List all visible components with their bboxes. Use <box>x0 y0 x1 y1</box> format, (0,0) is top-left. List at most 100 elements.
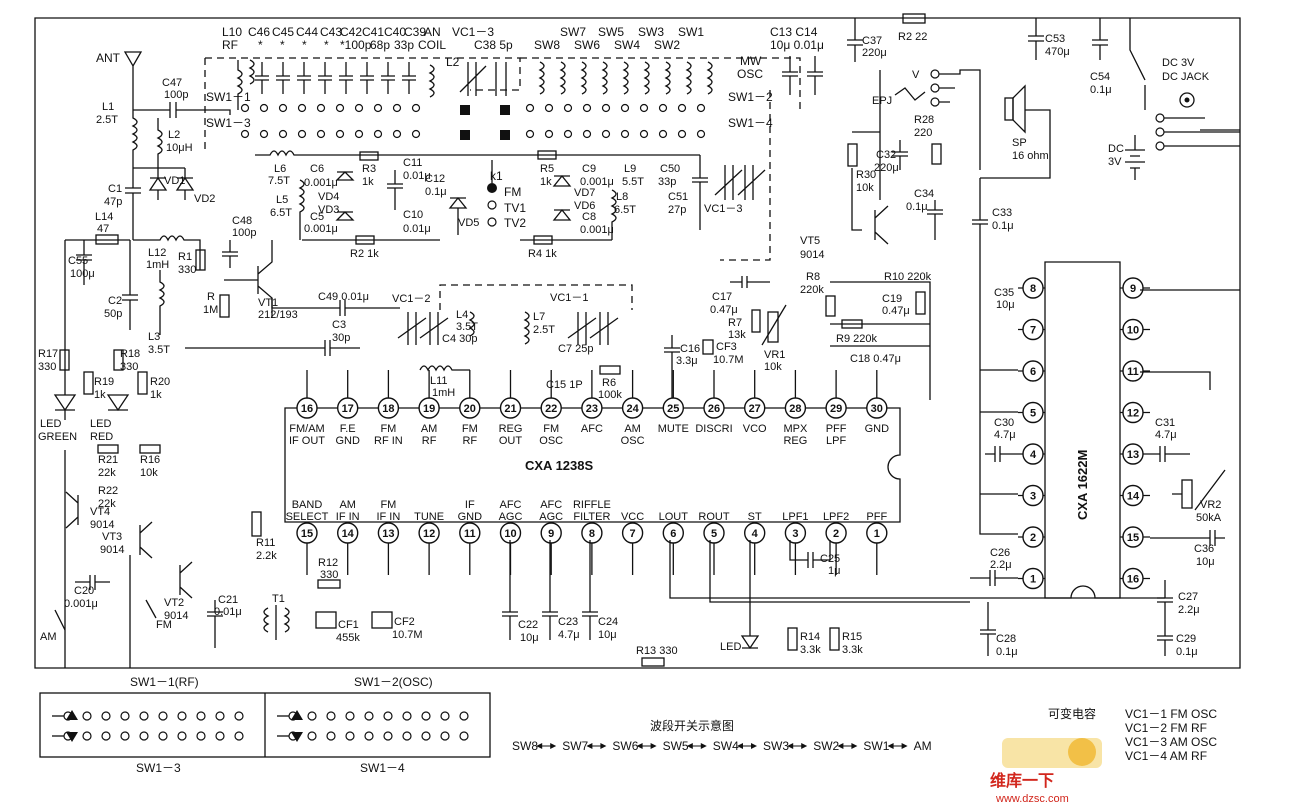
svg-text:10.7M: 10.7M <box>392 629 423 641</box>
svg-text:220μ: 220μ <box>874 162 899 174</box>
ic1-pin-label: ROUT <box>698 511 729 523</box>
svg-text:TV1: TV1 <box>504 201 526 215</box>
ic2-pin-6 <box>1022 360 1044 382</box>
svg-text:R21: R21 <box>98 454 118 466</box>
ic1-pin-label: MPX <box>783 423 808 435</box>
trim-capacitor <box>276 62 290 94</box>
switch-contact <box>177 731 187 741</box>
band-label: SW5 <box>663 739 689 753</box>
svg-text:SP: SP <box>1012 137 1027 149</box>
svg-text:C1: C1 <box>108 183 122 195</box>
switch-contact <box>639 129 649 139</box>
svg-text:10μ: 10μ <box>520 632 539 644</box>
svg-text:R: R <box>207 291 215 303</box>
ic2-pin-number: 13 <box>1127 449 1139 461</box>
svg-text:C12: C12 <box>425 173 445 185</box>
svg-text:10μ: 10μ <box>598 629 617 641</box>
ic1-pin-label: GND <box>458 511 483 523</box>
svg-text:C5: C5 <box>310 211 324 223</box>
svg-text:4.7μ: 4.7μ <box>558 629 580 641</box>
svg-text:2.2μ: 2.2μ <box>990 559 1012 571</box>
ic1-pin-number: 16 <box>301 403 313 415</box>
switch-contact <box>354 129 364 139</box>
switch-contact <box>297 129 307 139</box>
svg-text:0.01μ: 0.01μ <box>403 170 431 182</box>
ic1-pin-label: OUT <box>499 435 523 447</box>
switch-contact <box>411 129 421 139</box>
svg-text:0.1μ: 0.1μ <box>992 220 1014 232</box>
switch-contact <box>215 731 225 741</box>
ic1-pin-number: 23 <box>586 403 598 415</box>
switch-contact <box>658 129 668 139</box>
svg-text:220μ: 220μ <box>862 47 887 59</box>
switch-contact <box>459 711 469 721</box>
svg-text:3.5T: 3.5T <box>148 344 170 356</box>
ic1-pin-number: 24 <box>626 403 639 415</box>
varactor-section: L6 7.5T L5 6.5T C6 0.001μ C5 0.001μ VD4 … <box>255 150 526 260</box>
ic1-pin-label: AFC <box>540 499 562 511</box>
ic1-pin-label: AM <box>421 423 438 435</box>
svg-text:0.01μ: 0.01μ <box>214 606 242 618</box>
svg-text:VR1: VR1 <box>764 349 785 361</box>
ic1-pin-number: 21 <box>504 403 516 415</box>
svg-text:C45: C45 <box>272 25 294 39</box>
svg-text:C19: C19 <box>882 293 902 305</box>
ic1-pin-label: AFC <box>500 499 522 511</box>
ic1-pin-24 <box>621 397 644 419</box>
ic1-pin-28 <box>784 397 807 419</box>
ic1-pin-label: AGC <box>499 511 523 523</box>
svg-text:R17: R17 <box>38 348 58 360</box>
ic1-pin-label: FM <box>462 423 478 435</box>
switch-contact <box>563 103 573 113</box>
svg-text:100k: 100k <box>598 389 622 401</box>
switch-contact <box>421 731 431 741</box>
svg-text:VC1－3: VC1－3 <box>704 203 743 215</box>
svg-text:波段开关示意图: 波段开关示意图 <box>650 718 734 733</box>
svg-text:10k: 10k <box>856 182 874 194</box>
ic1-pin-label: GND <box>335 435 360 447</box>
svg-text:C54: C54 <box>1090 71 1110 83</box>
ic1-pin-label: RF <box>462 435 477 447</box>
osc-coil <box>601 61 608 95</box>
svg-text:68p: 68p <box>370 38 390 52</box>
ic2-pin-number: 9 <box>1130 283 1136 295</box>
ic1-pin-label: LPF <box>826 435 846 447</box>
svg-text:C50: C50 <box>660 163 680 175</box>
svg-text:VD6: VD6 <box>574 200 595 212</box>
ic2-pin-7 <box>1022 318 1044 341</box>
svg-text:R7: R7 <box>728 317 742 329</box>
svg-text:33p: 33p <box>394 38 414 52</box>
ic1-pin-label: VCC <box>621 511 644 523</box>
ic1-pin-label: OSC <box>621 435 645 447</box>
ic2-pin-number: 6 <box>1030 366 1036 378</box>
svg-text:16 ohm: 16 ohm <box>1012 150 1049 162</box>
svg-text:R8: R8 <box>806 271 820 283</box>
svg-text:C31: C31 <box>1155 417 1175 429</box>
ic1-pin-label: AFC <box>581 423 603 435</box>
ic1-pin-2 <box>825 522 847 544</box>
ic1-pin-15 <box>296 522 318 544</box>
switch-contact <box>525 129 535 139</box>
ic1-pin-label: FM <box>543 423 559 435</box>
switch-contact <box>620 103 630 113</box>
svg-text:C47: C47 <box>162 77 182 89</box>
svg-text:EPJ: EPJ <box>872 95 892 107</box>
ic1-pin-number: 8 <box>589 528 595 540</box>
ic1-pin-17 <box>337 397 359 419</box>
switch-contact <box>158 731 168 741</box>
switch-contact <box>440 711 450 721</box>
ic1-pin-label: IF <box>465 499 475 511</box>
switch-contact <box>101 711 111 721</box>
svg-text:LED: LED <box>40 418 61 430</box>
ic1-pin-number: 3 <box>792 528 798 540</box>
svg-text:1k: 1k <box>362 176 374 188</box>
band-label: SW3 <box>763 739 789 753</box>
svg-text:L12: L12 <box>148 247 166 259</box>
svg-text:C18 0.47μ: C18 0.47μ <box>850 353 901 365</box>
svg-text:*: * <box>258 38 263 52</box>
svg-text:SW2: SW2 <box>654 38 680 52</box>
band-label: SW6 <box>612 739 638 753</box>
ic1-pin-number: 26 <box>708 403 720 415</box>
switch-contact <box>345 731 355 741</box>
